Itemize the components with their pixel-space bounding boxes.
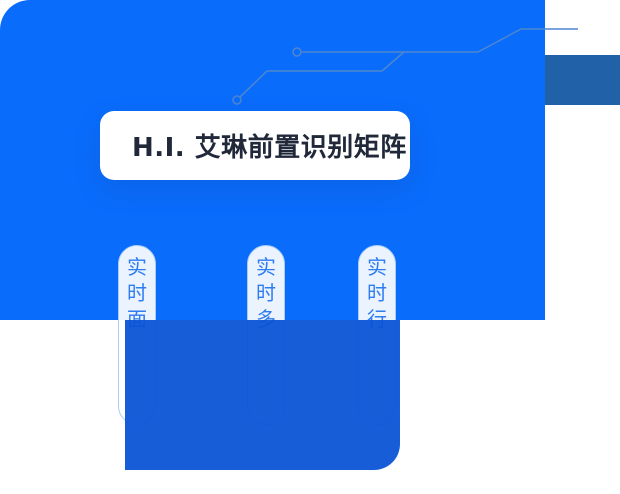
feature-card-char: 实 — [367, 255, 387, 279]
circuit-node-icon — [232, 95, 242, 105]
circuit-node-icon — [292, 47, 302, 57]
feature-card-char: 时 — [127, 281, 147, 305]
feature-card-char: 时 — [256, 281, 276, 305]
bottom-panel — [125, 320, 400, 470]
circuit-line — [239, 28, 578, 98]
title-card: H.I. 艾琳前置识别矩阵 — [100, 111, 410, 180]
feature-card-char: 实 — [256, 255, 276, 279]
feature-card-char: 实 — [127, 255, 147, 279]
feature-card-char: 时 — [367, 281, 387, 305]
page-title: H.I. 艾琳前置识别矩阵 — [132, 133, 407, 163]
circuit-decoration — [232, 28, 578, 105]
